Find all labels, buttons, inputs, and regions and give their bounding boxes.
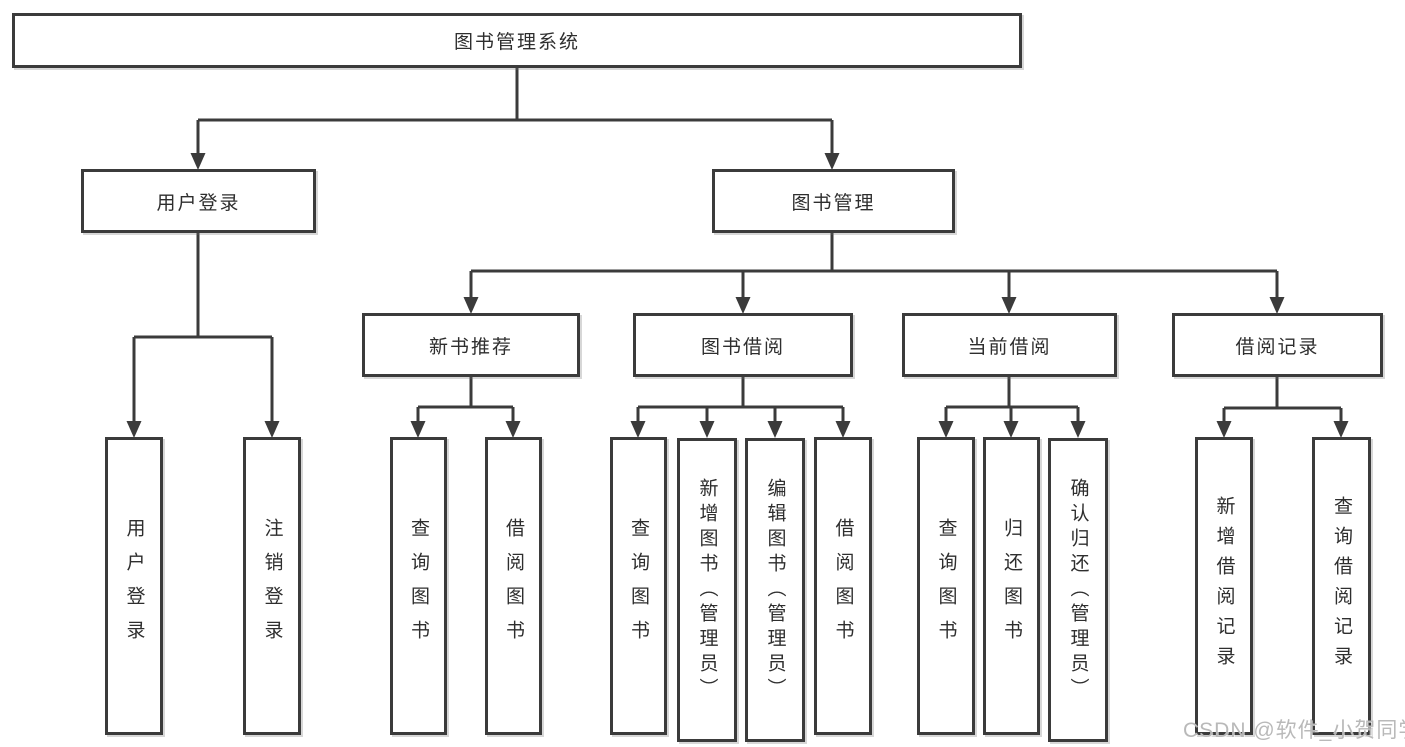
leaf-borrow-books-recommend: 借阅图书 <box>485 437 542 735</box>
node-new-book-recommend: 新书推荐 <box>362 313 580 377</box>
node-borrow-records: 借阅记录 <box>1172 313 1383 377</box>
leaf-query-books-recommend: 查询图书 <box>390 437 447 735</box>
leaf-query-books-current: 查询图书 <box>917 437 975 735</box>
leaf-borrow-books: 借阅图书 <box>814 437 872 735</box>
leaf-return-books: 归还图书 <box>983 437 1040 735</box>
node-current-borrow: 当前借阅 <box>902 313 1117 377</box>
node-book-management: 图书管理 <box>712 169 955 233</box>
leaf-query-borrow-record: 查询借阅记录 <box>1312 437 1371 735</box>
leaf-user-login: 用户登录 <box>105 437 163 735</box>
leaf-add-book-admin: 新增图书（管理员） <box>677 438 737 742</box>
node-book-borrow: 图书借阅 <box>633 313 853 377</box>
leaf-logout: 注销登录 <box>243 437 301 735</box>
leaf-add-borrow-record: 新增借阅记录 <box>1195 437 1253 735</box>
leaf-confirm-return-admin: 确认归还（管理员） <box>1048 438 1108 742</box>
node-root: 图书管理系统 <box>12 13 1022 68</box>
leaf-query-books-borrow: 查询图书 <box>610 437 667 735</box>
leaf-edit-book-admin: 编辑图书（管理员） <box>745 438 805 742</box>
arrowheads <box>126 153 1349 438</box>
node-user-login: 用户登录 <box>81 169 316 233</box>
